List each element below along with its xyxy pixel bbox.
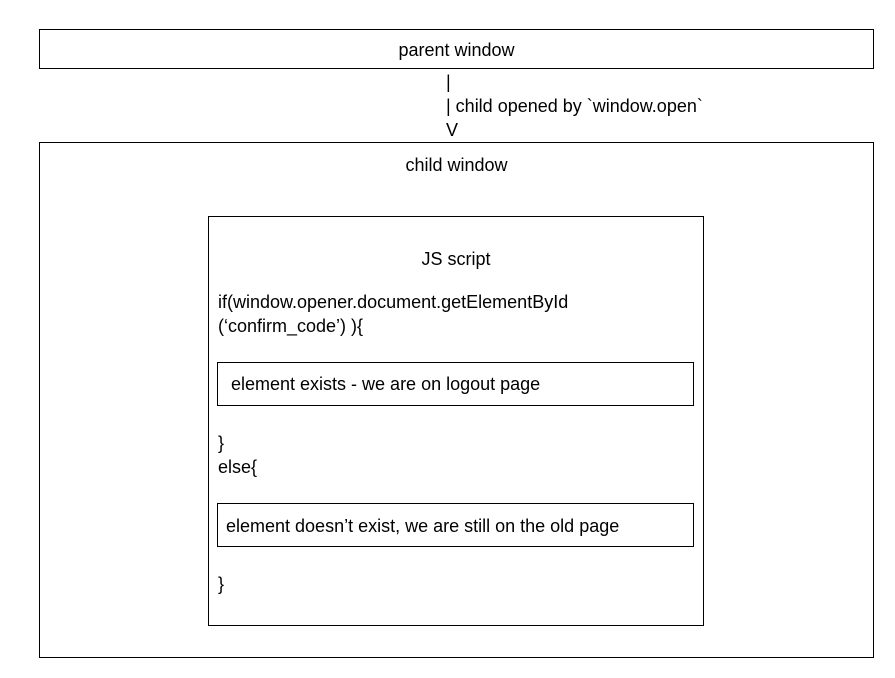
close-brace-if: } (218, 433, 225, 453)
js-script-box: JS script if(window.opener.document.getE… (208, 216, 704, 626)
element-exists-text: element exists - we are on logout page (231, 374, 541, 394)
else-line: else{ (218, 457, 258, 477)
if-condition-line-1: if(window.opener.document.getElementById (218, 292, 569, 312)
element-exists-box: element exists - we are on logout page (217, 362, 694, 406)
child-window-label: child window (405, 155, 508, 175)
close-brace-else: } (218, 574, 225, 594)
js-script-title: JS script (421, 249, 491, 269)
element-not-exists-box: element doesn’t exist, we are still on t… (217, 503, 694, 547)
if-condition-line-2: (‘confirm_code’) ){ (218, 316, 364, 336)
element-not-exists-text: element doesn’t exist, we are still on t… (226, 516, 620, 536)
connector-line-1: | (446, 72, 451, 92)
parent-window-label: parent window (398, 40, 515, 60)
parent-window-box: parent window (39, 29, 874, 69)
connector-line-2: | child opened by `window.open` (446, 96, 703, 116)
connector-arrow-head: V (446, 120, 459, 140)
